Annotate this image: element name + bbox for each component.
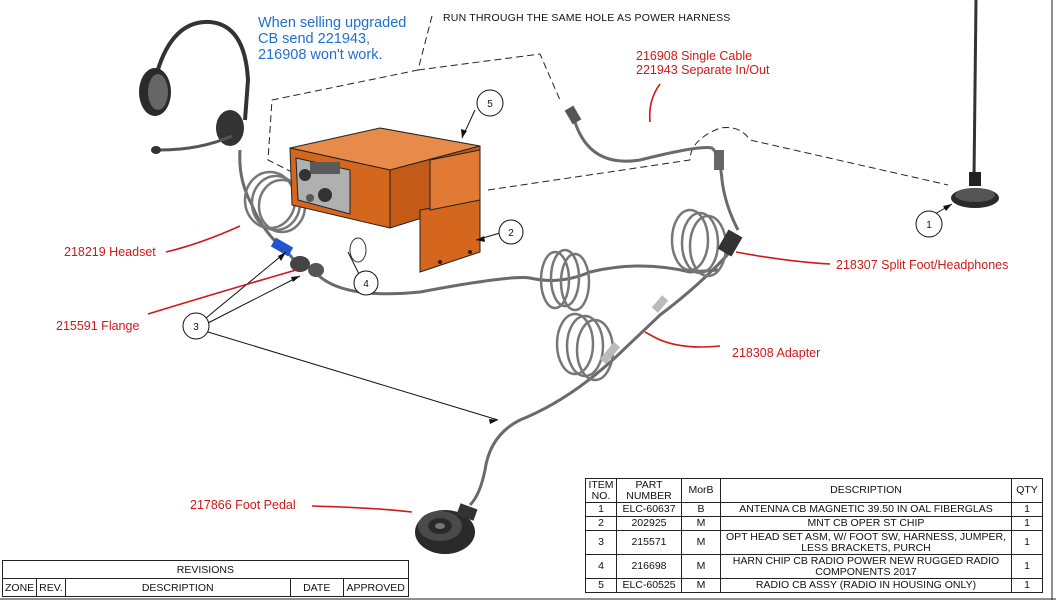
- bom-qty: 1: [1011, 578, 1043, 593]
- upgrade-note-line1: When selling upgraded: [258, 15, 407, 31]
- bom-morb: M: [681, 530, 721, 555]
- bom-qty: 1: [1011, 516, 1043, 531]
- svg-text:5: 5: [487, 99, 493, 110]
- radio-assembly: [289, 127, 481, 273]
- callout-flange: 215591 Flange: [56, 319, 140, 333]
- table-row: 4 216698 M HARN CHIP CB RADIO POWER NEW …: [585, 554, 1043, 579]
- bom-part: 215571: [616, 530, 682, 555]
- bom-part: 216698: [616, 554, 682, 579]
- routing-path: [267, 15, 949, 191]
- bom-item: 5: [585, 578, 617, 593]
- bom-item: 3: [585, 530, 617, 555]
- table-row: 1 ELC-60637 B ANTENNA CB MAGNETIC 39.50 …: [585, 502, 1043, 517]
- foot-pedal: [415, 503, 478, 554]
- bom-header-row: ITEM NO. PART NUMBER MorB DESCRIPTION QT…: [585, 478, 1043, 503]
- bom-header-item: ITEM NO.: [585, 478, 617, 503]
- bom-header-part: PART NUMBER: [616, 478, 682, 503]
- bom-qty: 1: [1011, 530, 1043, 555]
- bom-desc: MNT CB OPER ST CHIP: [720, 516, 1012, 531]
- bom-qty: 1: [1011, 554, 1043, 579]
- bom-part: 202925: [616, 516, 682, 531]
- svg-text:4: 4: [363, 279, 369, 290]
- rev-header-rev: REV.: [36, 578, 66, 597]
- callout-cable-line1: 216908 Single Cable: [636, 49, 753, 63]
- svg-text:2: 2: [508, 228, 514, 239]
- rev-header-date: DATE: [289, 578, 344, 597]
- bom-header-qty: QTY: [1011, 478, 1043, 503]
- cable-coils: [243, 170, 728, 382]
- callout-adapter: 218308 Adapter: [732, 346, 821, 360]
- routing-note: RUN THROUGH THE SAME HOLE AS POWER HARNE…: [443, 12, 731, 24]
- bom-morb: M: [681, 578, 721, 593]
- revisions-title: REVISIONS: [2, 560, 409, 579]
- revisions-header-row: ZONE REV. DESCRIPTION DATE APPROVED: [1, 578, 409, 597]
- bom-morb: M: [681, 516, 721, 531]
- upgrade-note-line3: 216908 won't work.: [258, 47, 383, 63]
- bom-morb: B: [681, 502, 721, 517]
- rev-header-desc: DESCRIPTION: [64, 578, 291, 597]
- antenna: [951, 0, 999, 208]
- callout-split: 218307 Split Foot/Headphones: [836, 258, 1009, 272]
- headset: [139, 19, 251, 154]
- callout-pedal: 217866 Foot Pedal: [190, 498, 296, 512]
- bom-desc: OPT HEAD SET ASM, W/ FOOT SW, HARNESS, J…: [720, 530, 1012, 555]
- callout-cable-line2: 221943 Separate In/Out: [636, 63, 770, 77]
- bom-item: 1: [585, 502, 617, 517]
- bom-item: 2: [585, 516, 617, 531]
- callout-cable: 216908 Single Cable 221943 Separate In/O…: [636, 49, 769, 77]
- revisions-table: REVISIONS ZONE REV. DESCRIPTION DATE APP…: [1, 560, 409, 597]
- rev-header-approved: APPROVED: [342, 578, 409, 597]
- bom-header-desc: DESCRIPTION: [720, 478, 1012, 503]
- bom-desc: RADIO CB ASSY (RADIO IN HOUSING ONLY): [720, 578, 1012, 593]
- connectors: [270, 105, 743, 364]
- balloon-4: 4: [353, 270, 379, 296]
- bom-part: ELC-60637: [616, 502, 682, 517]
- upgrade-note-line2: CB send 221943,: [258, 31, 371, 47]
- bom-morb: M: [681, 554, 721, 579]
- upgrade-note: When selling upgraded CB send 221943, 21…: [258, 15, 428, 63]
- table-row: 2 202925 M MNT CB OPER ST CHIP 1: [585, 516, 1043, 531]
- balloon-2: 2: [498, 219, 524, 245]
- callout-headset: 218219 Headset: [64, 245, 156, 259]
- rev-header-zone: ZONE: [1, 578, 38, 597]
- balloon-3: 3: [182, 312, 210, 340]
- svg-text:1: 1: [926, 220, 932, 231]
- bill-of-materials: ITEM NO. PART NUMBER MorB DESCRIPTION QT…: [585, 478, 1043, 593]
- red-leaders: [147, 83, 831, 513]
- bom-qty: 1: [1011, 502, 1043, 517]
- bom-desc: ANTENNA CB MAGNETIC 39.50 IN OAL FIBERGL…: [720, 502, 1012, 517]
- bom-header-morb: MorB: [681, 478, 721, 503]
- leader-arrows: [278, 129, 952, 424]
- bom-part: ELC-60525: [616, 578, 682, 593]
- balloon-5: 5: [476, 89, 504, 117]
- bom-item: 4: [585, 554, 617, 579]
- balloon-1: 1: [915, 210, 943, 238]
- table-row: 5 ELC-60525 M RADIO CB ASSY (RADIO IN HO…: [585, 578, 1043, 593]
- table-row: 3 215571 M OPT HEAD SET ASM, W/ FOOT SW,…: [585, 530, 1043, 555]
- bom-desc: HARN CHIP CB RADIO POWER NEW RUGGED RADI…: [720, 554, 1012, 579]
- svg-text:3: 3: [193, 322, 199, 333]
